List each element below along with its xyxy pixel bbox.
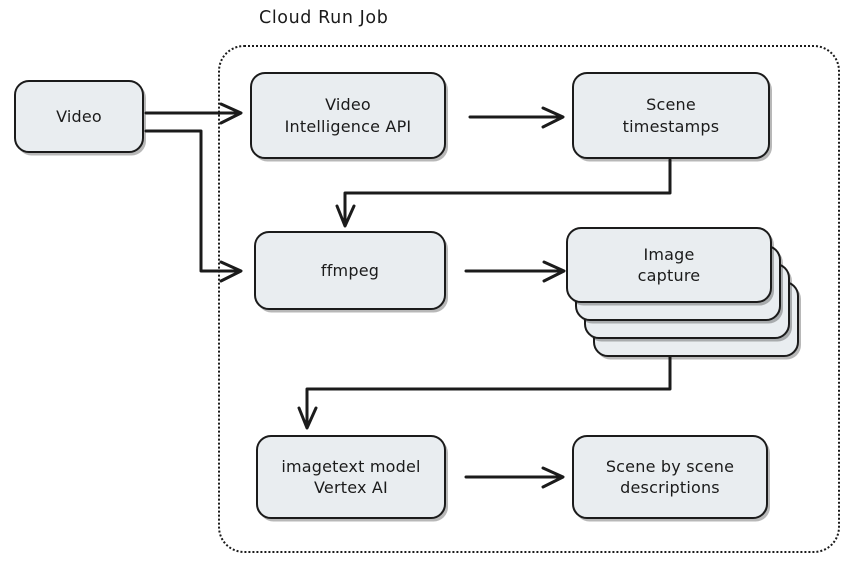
- node-ffmpeg-label: ffmpeg: [320, 260, 380, 280]
- node-scene-by-scene-descriptions[interactable]: Scene by scene descriptions: [572, 435, 768, 519]
- cloud-run-job-group-container: [218, 45, 840, 553]
- image-capture-card-front[interactable]: Image capture: [566, 227, 772, 303]
- node-video-intelligence-api[interactable]: Video Intelligence API: [250, 72, 446, 159]
- node-scene-timestamps-label: Scene timestamps: [622, 95, 720, 136]
- node-video-label: Video: [56, 106, 102, 126]
- cloud-run-job-group-title: Cloud Run Job: [259, 8, 389, 28]
- node-video[interactable]: Video: [14, 80, 144, 153]
- node-image-capture[interactable]: Image capture: [566, 227, 826, 357]
- node-imagetext-model-vertex-ai-label: imagetext model Vertex AI: [281, 456, 421, 497]
- node-imagetext-model-vertex-ai[interactable]: imagetext model Vertex AI: [256, 435, 446, 519]
- node-image-capture-label: Image capture: [637, 244, 701, 285]
- node-scene-timestamps[interactable]: Scene timestamps: [572, 72, 770, 159]
- node-ffmpeg[interactable]: ffmpeg: [254, 231, 446, 310]
- node-scene-by-scene-descriptions-label: Scene by scene descriptions: [605, 456, 735, 497]
- node-video-intelligence-api-label: Video Intelligence API: [284, 95, 412, 136]
